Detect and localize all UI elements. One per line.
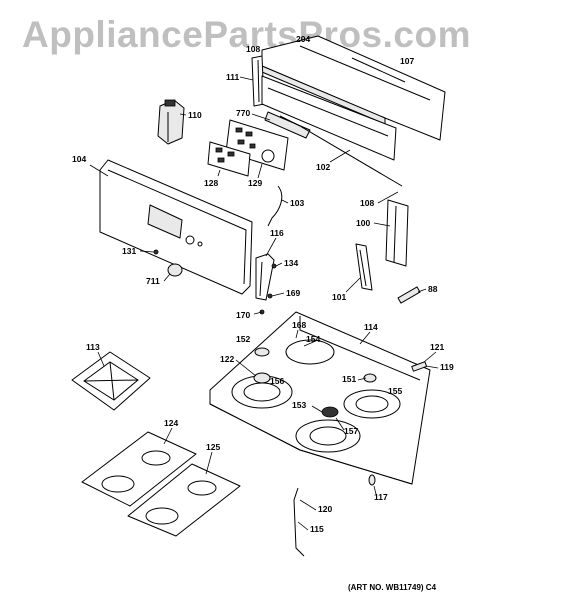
pin bbox=[397, 286, 421, 304]
mount-bracket bbox=[385, 199, 409, 267]
part-label: 108 bbox=[360, 198, 374, 208]
part-label: 113 bbox=[86, 342, 100, 352]
gas-rail bbox=[264, 111, 311, 139]
part-label: 108 bbox=[246, 44, 260, 54]
part-label: 155 bbox=[388, 386, 402, 396]
drip-tray-left bbox=[81, 431, 197, 507]
part-label: 114 bbox=[364, 322, 378, 332]
igniter-rod bbox=[293, 487, 305, 557]
leader-lines bbox=[89, 76, 439, 531]
part-label: 102 bbox=[316, 162, 330, 172]
part-label: 152 bbox=[236, 334, 250, 344]
support-rod bbox=[299, 125, 403, 187]
part-label: 170 bbox=[236, 310, 250, 320]
part-label: 117 bbox=[374, 492, 388, 502]
part-label: 115 bbox=[310, 524, 324, 534]
part-label: 103 bbox=[290, 198, 304, 208]
part-label: 169 bbox=[286, 288, 300, 298]
part-label: 88 bbox=[428, 284, 438, 294]
part-label: 124 bbox=[164, 418, 178, 428]
part-label: 111 bbox=[226, 72, 240, 82]
part-label: 131 bbox=[122, 246, 136, 256]
igniter-tube bbox=[267, 185, 283, 227]
part-labels: 108 204 107 111 110 770 104 128 129 102 … bbox=[72, 34, 454, 534]
part-label: 101 bbox=[332, 292, 346, 302]
switch-block bbox=[157, 99, 185, 145]
backsplash-panel bbox=[261, 35, 446, 141]
control-board bbox=[225, 119, 289, 171]
part-label: 128 bbox=[204, 178, 218, 188]
lower-bracket bbox=[355, 243, 373, 291]
control-knob bbox=[167, 263, 183, 277]
part-label: 120 bbox=[318, 504, 332, 514]
part-label: 770 bbox=[236, 108, 250, 118]
part-label: 153 bbox=[292, 400, 306, 410]
art-number: (ART NO. WB11749) C4 bbox=[348, 583, 437, 592]
small-clip bbox=[368, 474, 376, 486]
part-label: 204 bbox=[296, 34, 310, 44]
cooktop bbox=[209, 311, 431, 485]
part-label: 125 bbox=[206, 442, 220, 452]
part-label: 154 bbox=[306, 334, 320, 344]
part-label: 119 bbox=[440, 362, 454, 372]
part-label: 122 bbox=[220, 354, 234, 364]
part-label: 107 bbox=[400, 56, 414, 66]
part-label: 100 bbox=[356, 218, 370, 228]
part-label: 711 bbox=[146, 276, 160, 286]
part-label: 156 bbox=[270, 376, 284, 386]
part-label: 129 bbox=[248, 178, 262, 188]
watermark-text: AppliancePartsPros.com bbox=[22, 14, 471, 55]
electronic-board bbox=[207, 141, 251, 177]
valve-part bbox=[411, 361, 428, 372]
side-trim bbox=[255, 253, 275, 301]
part-label: 134 bbox=[284, 258, 298, 268]
part-label: 151 bbox=[342, 374, 356, 384]
part-label: 168 bbox=[292, 320, 306, 330]
drip-tray-right bbox=[127, 463, 241, 537]
part-label: 116 bbox=[270, 228, 284, 238]
burner-grate bbox=[71, 351, 151, 411]
part-label: 121 bbox=[430, 342, 444, 352]
control-panel bbox=[99, 159, 253, 295]
part-label: 104 bbox=[72, 154, 86, 164]
trim-panel bbox=[261, 75, 397, 161]
part-label: 110 bbox=[188, 110, 202, 120]
part-label: 157 bbox=[344, 426, 358, 436]
